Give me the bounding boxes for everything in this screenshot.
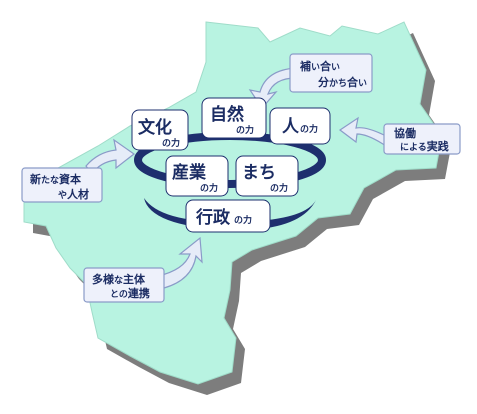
- svg-text:まち: まち: [242, 163, 276, 183]
- svg-text:の力: の力: [200, 182, 218, 194]
- svg-text:協働: 協働: [394, 126, 416, 140]
- force-hito: 人 の力: [269, 107, 331, 145]
- hokan-callout: 補い合い 分かち合い: [289, 53, 373, 93]
- svg-text:自然: 自然: [210, 104, 244, 125]
- force-machi: まち の力: [235, 155, 299, 197]
- tayo-callout: 多様な主体 との連携: [83, 267, 165, 303]
- svg-text:の力: の力: [270, 182, 288, 194]
- svg-text:人: 人: [282, 117, 300, 137]
- tayo-arrow-icon: [157, 236, 203, 289]
- svg-text:行政: 行政: [195, 207, 231, 228]
- svg-text:補い合い: 補い合い: [299, 59, 340, 73]
- svg-text:の力: の力: [234, 214, 252, 226]
- svg-text:の力: の力: [236, 124, 254, 136]
- kyodo-arrow-icon: [338, 116, 387, 148]
- svg-text:産業: 産業: [172, 162, 206, 183]
- force-shizen: 自然 の力: [201, 97, 267, 139]
- svg-text:による実践: による実践: [400, 139, 449, 153]
- svg-text:や人材: や人材: [58, 187, 89, 201]
- force-sangyo: 産業 の力: [165, 155, 229, 197]
- svg-text:の力: の力: [300, 123, 318, 135]
- svg-text:の力: の力: [162, 137, 180, 149]
- force-bunka: 文化 の力: [131, 109, 189, 151]
- svg-text:分かち合い: 分かち合い: [318, 75, 367, 89]
- svg-text:との連携: との連携: [110, 286, 150, 300]
- kyodo-callout: 協働 による実践: [383, 123, 461, 155]
- shinki-callout: 新たな資本 や人材: [21, 167, 103, 203]
- svg-text:文化: 文化: [138, 117, 172, 138]
- force-gyosei: 行政 の力: [185, 199, 271, 233]
- svg-text:新たな資本: 新たな資本: [30, 172, 81, 186]
- svg-text:多様な主体: 多様な主体: [92, 272, 146, 286]
